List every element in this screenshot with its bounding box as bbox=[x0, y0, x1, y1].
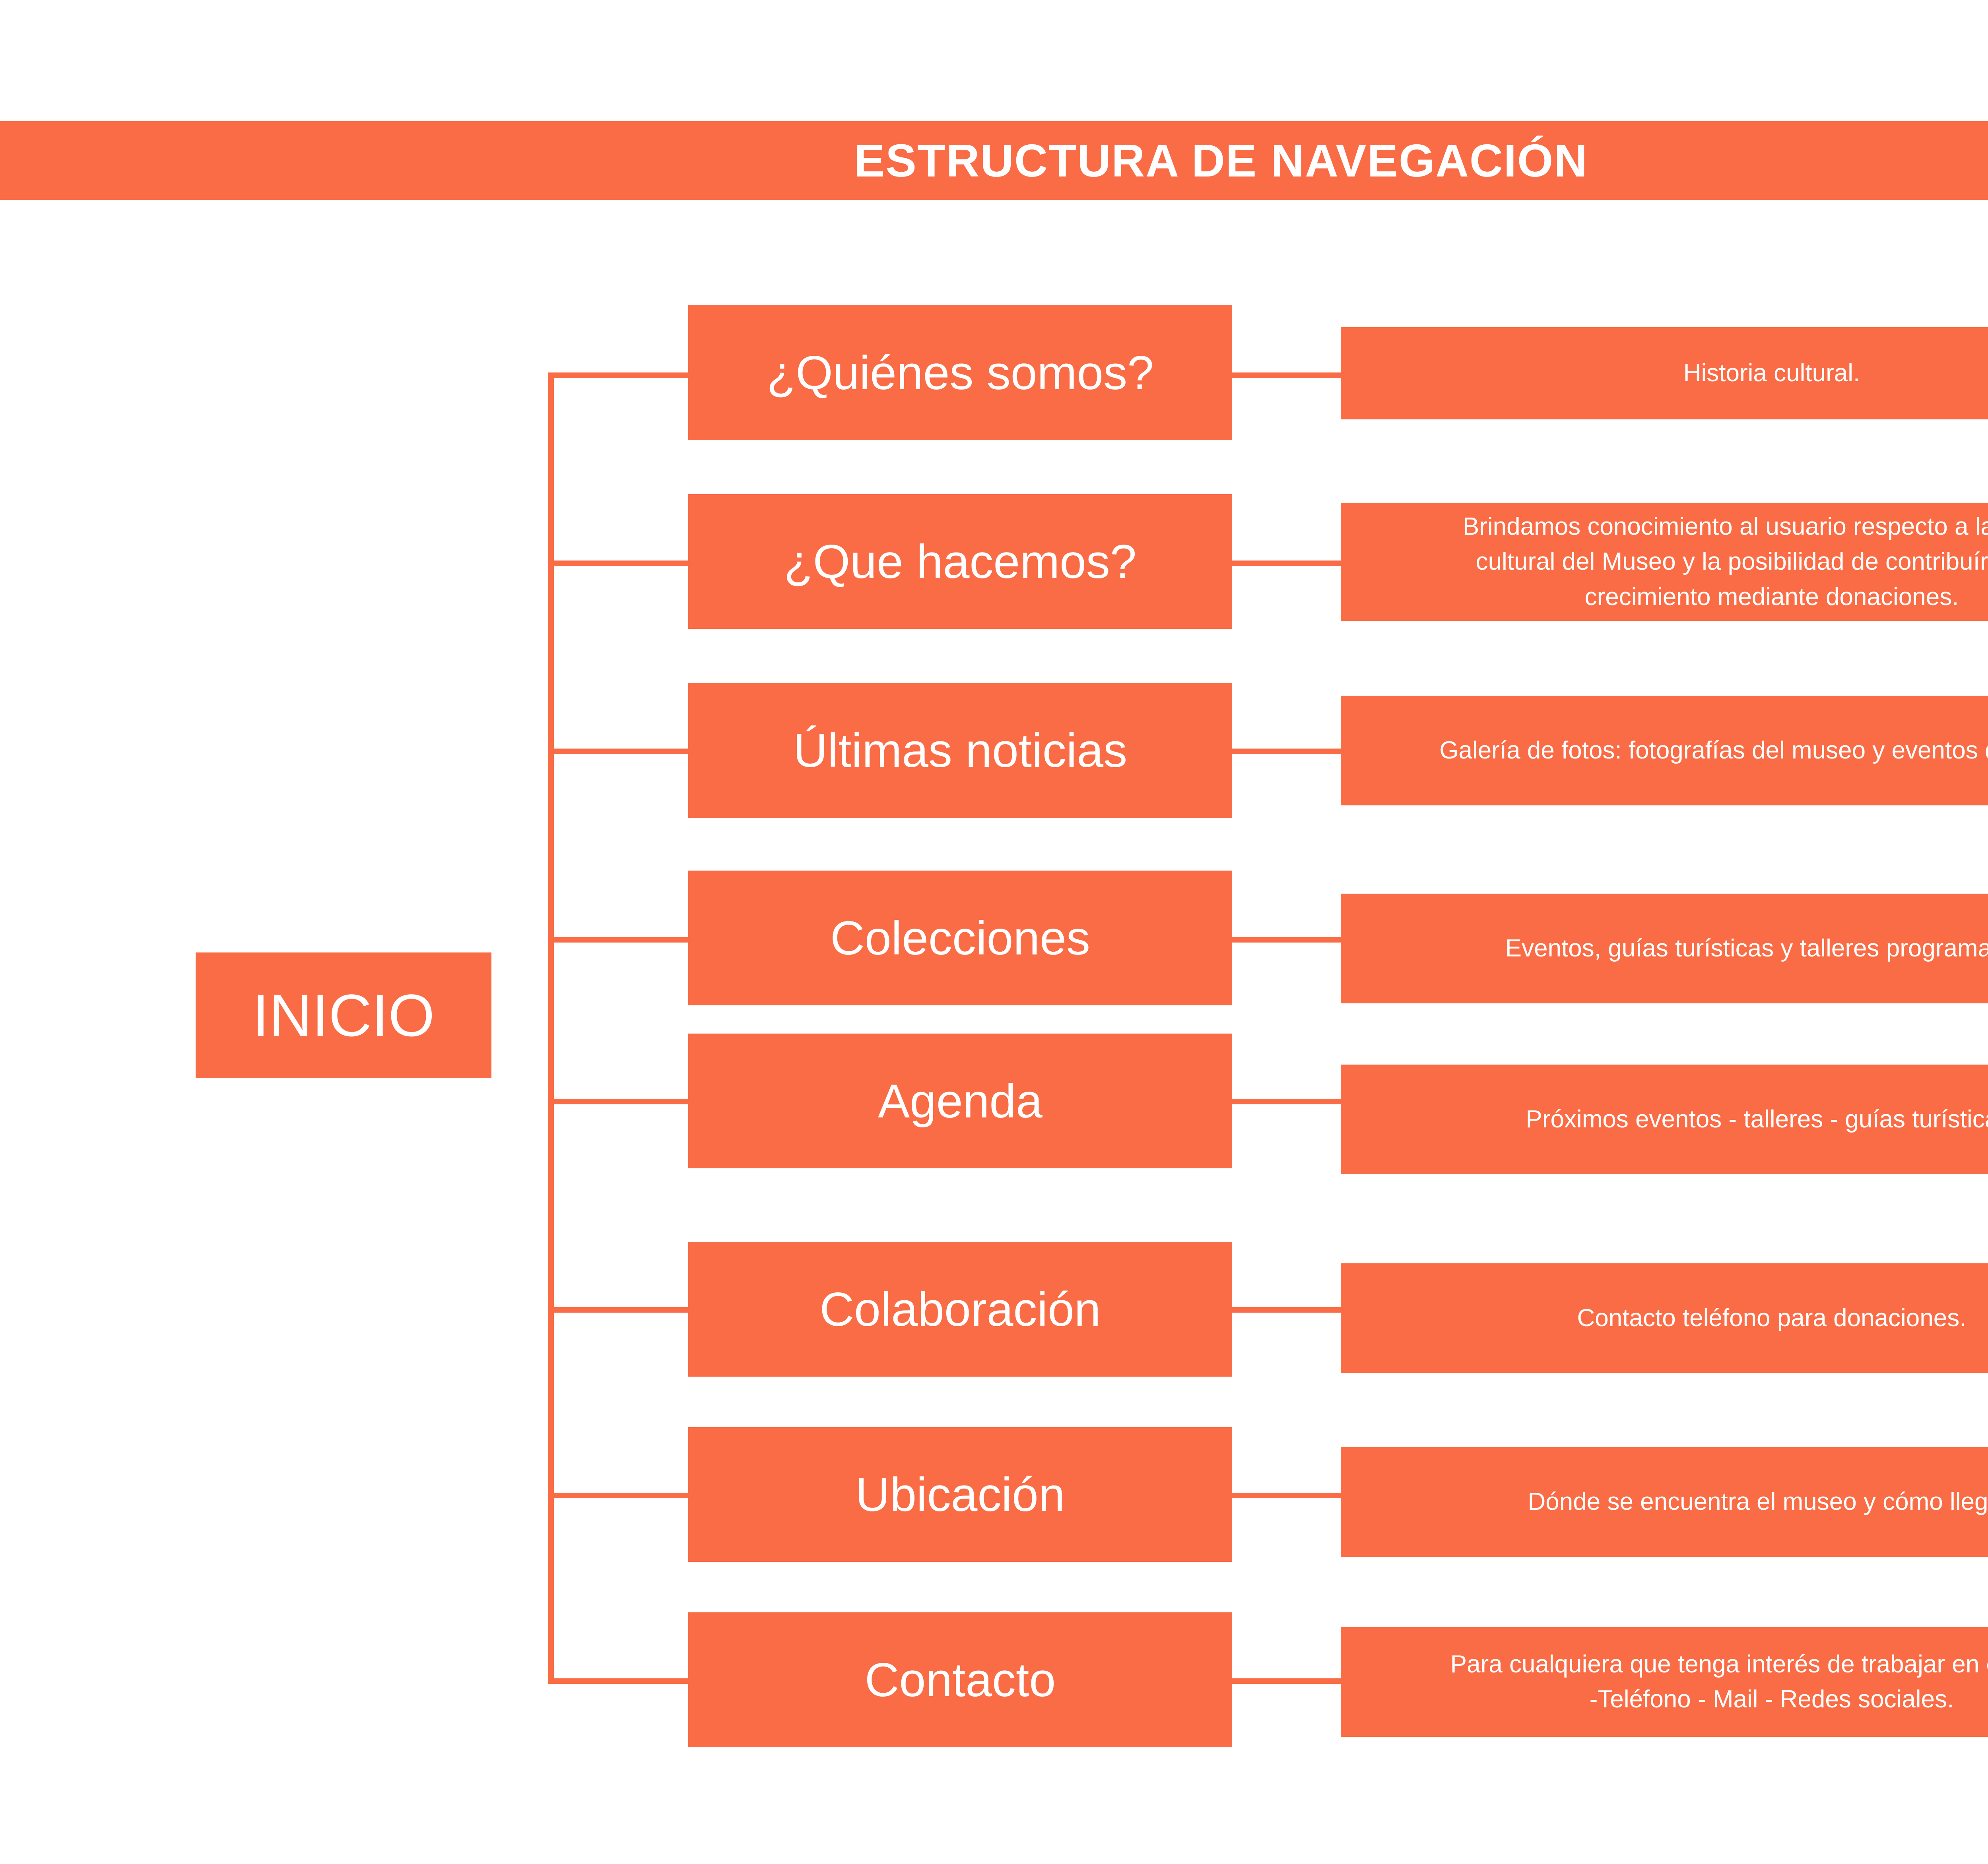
nav-node-label: Agenda bbox=[878, 1074, 1043, 1128]
connector-branch-6 bbox=[548, 1307, 688, 1313]
nav-node-contacto[interactable]: Contacto bbox=[688, 1612, 1232, 1747]
desc-line: crecimiento mediante donaciones. bbox=[1584, 583, 1959, 611]
nav-node-label: Colaboración bbox=[819, 1282, 1101, 1336]
connector-branch-1 bbox=[548, 372, 688, 378]
nav-node-colaboracion[interactable]: Colaboración bbox=[688, 1242, 1232, 1377]
desc-node-text: Para cualquiera que tenga interés de tra… bbox=[1354, 1647, 1988, 1717]
connector-branch-8 bbox=[548, 1678, 688, 1684]
connector-desc-1 bbox=[1232, 372, 1341, 378]
desc-node-que-hacemos[interactable]: Brindamos conocimiento al usuario respec… bbox=[1341, 503, 1988, 621]
nav-node-label: Contacto bbox=[864, 1653, 1056, 1707]
header-bar: ESTRUCTURA DE NAVEGACIÓN bbox=[0, 121, 1988, 200]
connector-branch-4 bbox=[548, 937, 688, 943]
connector-branch-2 bbox=[548, 561, 688, 566]
desc-node-text: Contacto teléfono para donaciones. bbox=[1577, 1304, 1967, 1332]
nav-node-label: ¿Quiénes somos? bbox=[767, 346, 1154, 400]
nav-node-label: ¿Que hacemos? bbox=[784, 535, 1137, 588]
connector-desc-5 bbox=[1232, 1099, 1341, 1104]
nav-node-label: Ubicación bbox=[855, 1468, 1065, 1521]
desc-line: -Teléfono - Mail - Redes sociales. bbox=[1589, 1686, 1954, 1713]
nav-node-label: Últimas noticias bbox=[793, 723, 1128, 777]
nav-node-agenda[interactable]: Agenda bbox=[688, 1034, 1232, 1168]
connector-desc-6 bbox=[1232, 1307, 1341, 1313]
nav-node-quienes-somos[interactable]: ¿Quiénes somos? bbox=[688, 305, 1232, 440]
desc-node-colecciones[interactable]: Eventos, guías turísticas y talleres pro… bbox=[1341, 894, 1988, 1003]
desc-node-text: Eventos, guías turísticas y talleres pro… bbox=[1505, 934, 1988, 962]
connector-branch-3 bbox=[548, 749, 688, 754]
desc-node-agenda[interactable]: Próximos eventos - talleres - guías turí… bbox=[1341, 1065, 1988, 1174]
root-node-inicio[interactable]: INICIO bbox=[196, 952, 491, 1078]
nav-node-ubicacion[interactable]: Ubicación bbox=[688, 1427, 1232, 1562]
connector-desc-8 bbox=[1232, 1678, 1341, 1684]
desc-node-ultimas-noticias[interactable]: Galería de fotos: fotografías del museo … bbox=[1341, 696, 1988, 805]
desc-node-contacto[interactable]: Para cualquiera que tenga interés de tra… bbox=[1341, 1627, 1988, 1737]
desc-node-quienes-somos[interactable]: Historia cultural. bbox=[1341, 327, 1988, 419]
desc-node-colaboracion[interactable]: Contacto teléfono para donaciones. bbox=[1341, 1263, 1988, 1373]
connector-desc-3 bbox=[1232, 749, 1341, 754]
nav-node-que-hacemos[interactable]: ¿Que hacemos? bbox=[688, 494, 1232, 629]
nav-node-label: Colecciones bbox=[830, 911, 1090, 965]
desc-node-text: Historia cultural. bbox=[1683, 359, 1860, 387]
connector-desc-7 bbox=[1232, 1493, 1341, 1498]
desc-line: Brindamos conocimiento al usuario respec… bbox=[1462, 513, 1988, 541]
connector-desc-4 bbox=[1232, 937, 1341, 943]
nav-node-colecciones[interactable]: Colecciones bbox=[688, 871, 1232, 1005]
nav-node-ultimas-noticias[interactable]: Últimas noticias bbox=[688, 683, 1232, 818]
desc-node-ubicacion[interactable]: Dónde se encuentra el museo y cómo llega… bbox=[1341, 1447, 1988, 1557]
connector-spine bbox=[548, 372, 554, 1684]
connector-desc-2 bbox=[1232, 561, 1341, 566]
connector-branch-7 bbox=[548, 1493, 688, 1498]
connector-branch-5 bbox=[548, 1099, 688, 1104]
desc-node-text: Dónde se encuentra el museo y cómo llega… bbox=[1528, 1488, 1988, 1515]
desc-node-text: Brindamos conocimiento al usuario respec… bbox=[1354, 509, 1988, 614]
desc-node-text: Galería de fotos: fotografías del museo … bbox=[1439, 736, 1988, 764]
page-title: ESTRUCTURA DE NAVEGACIÓN bbox=[854, 135, 1588, 186]
desc-line: cultural del Museo y la posibilidad de c… bbox=[1475, 548, 1988, 576]
root-node-label: INICIO bbox=[252, 982, 435, 1049]
desc-node-text: Próximos eventos - talleres - guías turí… bbox=[1526, 1105, 1988, 1133]
desc-line: Para cualquiera que tenga interés de tra… bbox=[1450, 1650, 1988, 1678]
